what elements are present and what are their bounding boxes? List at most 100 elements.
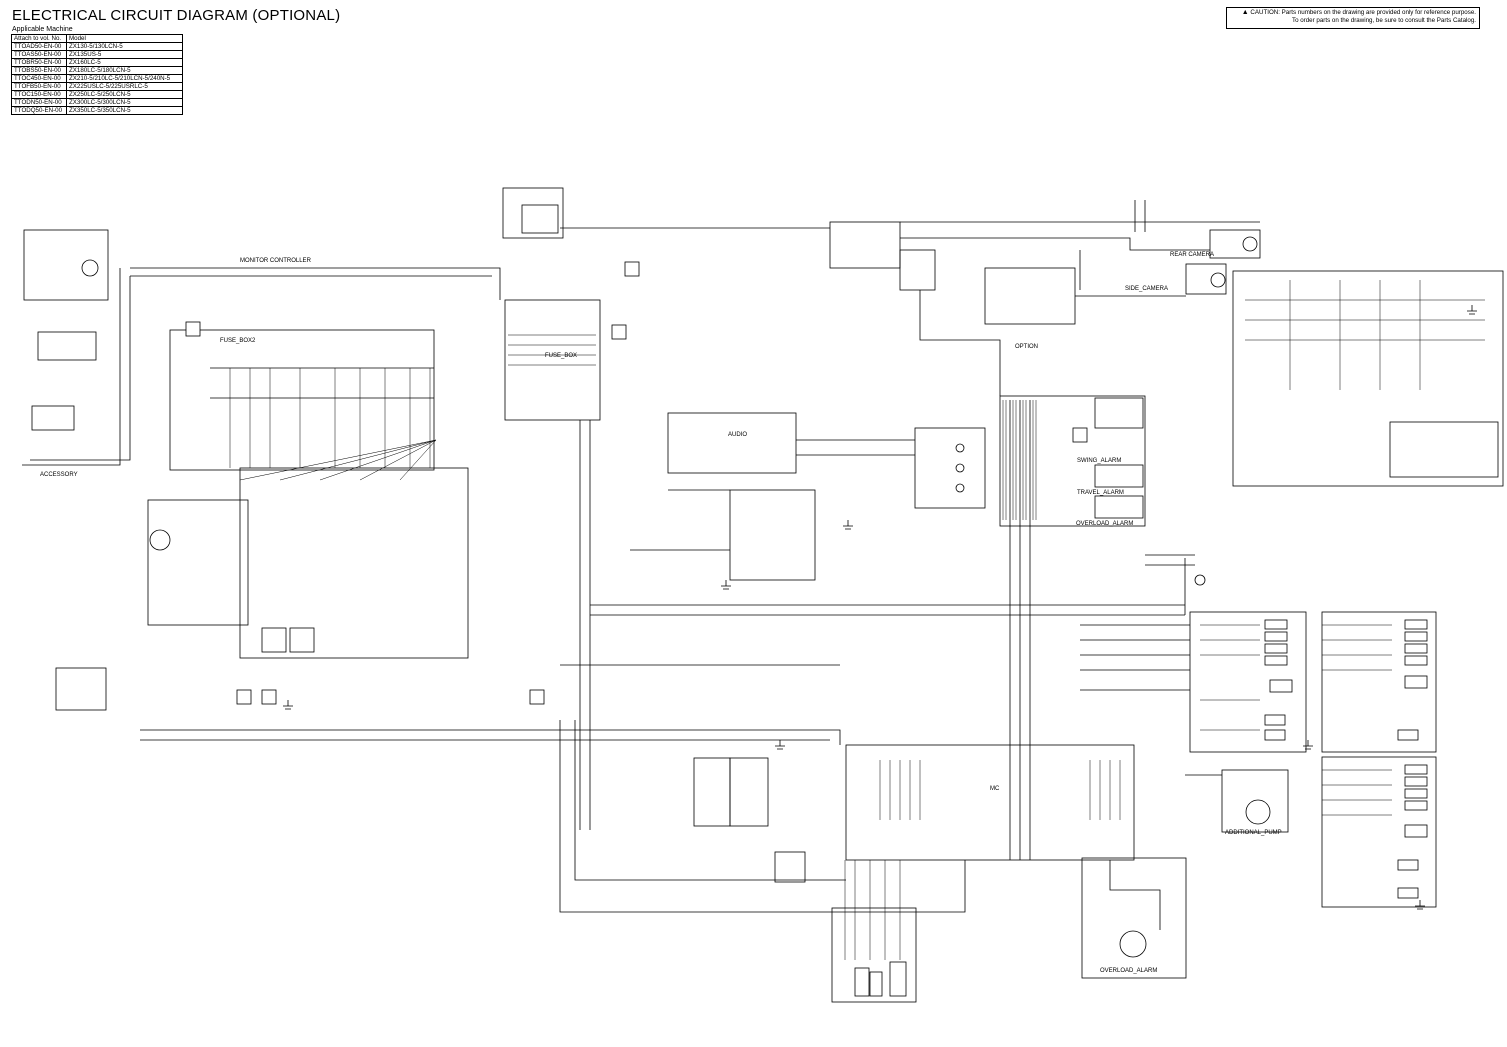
starter-switch-pins bbox=[521, 204, 559, 234]
relay-7 bbox=[1072, 427, 1088, 443]
fuse-box-enclosure bbox=[504, 299, 601, 421]
starter-switch-box bbox=[502, 187, 564, 239]
solenoid-15 bbox=[1404, 776, 1428, 787]
table-cell: ZX350LC-5/350LCN-5 bbox=[66, 106, 183, 115]
solenoid-17 bbox=[1404, 800, 1428, 811]
lower-bus-2 bbox=[574, 720, 846, 881]
label-monitor-controller: MONITOR CONTROLLER bbox=[240, 258, 312, 264]
option-connector-box bbox=[899, 249, 936, 291]
label-side-camera: SIDE_CAMERA bbox=[1125, 286, 1168, 292]
side-camera-icon bbox=[1210, 272, 1226, 288]
additional-pump-icon bbox=[1245, 799, 1271, 825]
label-accessory: ACCESSORY bbox=[40, 472, 78, 478]
audio-area-box bbox=[667, 412, 797, 474]
lamp-relay-enclosure bbox=[239, 467, 469, 659]
diagram-title: ELECTRICAL CIRCUIT DIAGRAM (OPTIONAL) bbox=[12, 7, 341, 24]
left-feeder-2 bbox=[22, 268, 121, 466]
buzzer-icon bbox=[1194, 574, 1206, 586]
label-swing-alarm: SWING_ALARM bbox=[1077, 458, 1121, 464]
main-bus-upper bbox=[130, 267, 501, 300]
lamp-relay-fan bbox=[239, 439, 437, 481]
label-overload-alarm: OVERLOAD_ALARM bbox=[1076, 521, 1133, 527]
pressure-sensor-icon bbox=[1119, 930, 1147, 958]
inset-table-box bbox=[1389, 421, 1499, 478]
mc-controller-box bbox=[845, 744, 1135, 861]
caution-line-2: To order parts on the drawing, be sure t… bbox=[1291, 17, 1476, 24]
caution-note: ▲ CAUTION: Parts numbers on the drawing … bbox=[1226, 7, 1480, 29]
solenoid-13 bbox=[1397, 729, 1419, 741]
applicable-machine-label: Applicable Machine bbox=[12, 26, 73, 33]
solenoid-12 bbox=[1404, 675, 1428, 689]
lamp-unit-1 bbox=[261, 627, 287, 653]
att-lever-box-2 bbox=[729, 757, 769, 827]
valve-block-2 bbox=[1321, 611, 1437, 753]
side-camera-box bbox=[1185, 263, 1227, 295]
mc-to-overload bbox=[1109, 860, 1161, 930]
left-feeder bbox=[30, 276, 131, 461]
option-to-alarm bbox=[919, 290, 1001, 396]
solenoid-20 bbox=[1397, 887, 1419, 899]
monitor-area-enclosure bbox=[147, 499, 249, 626]
lower-bus bbox=[559, 720, 966, 913]
valve-block-1 bbox=[1189, 611, 1307, 753]
solenoid-2 bbox=[1264, 631, 1288, 642]
side-monitor-box bbox=[984, 267, 1076, 325]
solenoid-5 bbox=[1269, 679, 1293, 693]
overload-alarm-box bbox=[1094, 495, 1144, 519]
lower-sensor-enclosure bbox=[831, 907, 917, 1003]
ground-icon bbox=[775, 740, 785, 750]
mc-connector-pins bbox=[879, 760, 1121, 820]
label-mc: MC bbox=[990, 786, 1000, 792]
sensor-1 bbox=[854, 967, 870, 997]
lamp-unit-2 bbox=[289, 627, 315, 653]
sensor-3 bbox=[889, 961, 907, 997]
label-fuse-box: FUSE_BOX bbox=[545, 353, 577, 359]
rear-camera-box bbox=[1209, 229, 1261, 259]
caution-line-1: CAUTION: Parts numbers on the drawing ar… bbox=[1250, 9, 1476, 16]
solenoid-6 bbox=[1264, 714, 1286, 726]
solenoid-16 bbox=[1404, 788, 1428, 799]
solenoid-3 bbox=[1264, 643, 1288, 654]
ground-icon bbox=[1303, 740, 1313, 750]
ground-icon bbox=[283, 700, 293, 710]
rear-camera-icon bbox=[1242, 236, 1258, 252]
att-switch-box bbox=[774, 851, 806, 883]
battery-relay-box bbox=[37, 331, 97, 361]
fuse-box2-enclosure bbox=[169, 329, 435, 471]
solenoid-11 bbox=[1404, 655, 1428, 666]
alarm-connector-strip bbox=[1002, 400, 1037, 520]
fuel-level-box bbox=[23, 229, 109, 301]
relay-6 bbox=[611, 324, 627, 340]
relay-5 bbox=[624, 261, 640, 277]
alarm-enclosure bbox=[999, 395, 1146, 527]
label-rear-camera: REAR CAMERA bbox=[1170, 252, 1214, 258]
additional-pump-box bbox=[1221, 769, 1289, 833]
starter-relay-box bbox=[31, 405, 75, 431]
inset-layout-frame bbox=[1232, 270, 1504, 487]
lamp-icon-1 bbox=[955, 483, 965, 493]
solenoid-19 bbox=[1397, 859, 1419, 871]
fuse-box-terminals bbox=[508, 334, 596, 366]
valve-block-3 bbox=[1321, 756, 1437, 908]
inset-wiring bbox=[1245, 280, 1485, 390]
solenoid-14 bbox=[1404, 764, 1428, 775]
warning-triangle-icon: ▲ bbox=[1241, 9, 1249, 16]
left-bottom-bus bbox=[140, 729, 841, 745]
speaker-icon-2 bbox=[955, 463, 965, 473]
label-audio: AUDIO bbox=[728, 432, 747, 438]
swing-alarm-box bbox=[1094, 397, 1144, 429]
monitor-controller-box bbox=[829, 221, 901, 269]
radio-controller-box bbox=[914, 427, 986, 509]
solenoid-10 bbox=[1404, 643, 1428, 654]
ground-icon bbox=[721, 580, 731, 590]
horn-relay-box bbox=[55, 667, 107, 711]
label-travel-alarm: TRAVEL_ALARM bbox=[1077, 490, 1124, 496]
solenoid-1 bbox=[1264, 619, 1288, 630]
solenoid-7 bbox=[1264, 729, 1286, 741]
solenoid-9 bbox=[1404, 631, 1428, 642]
lower-sensor-wiring bbox=[844, 860, 901, 960]
valve-wiring-right bbox=[1200, 624, 1260, 731]
label-fuse-box2: FUSE_BOX2 bbox=[220, 338, 256, 344]
